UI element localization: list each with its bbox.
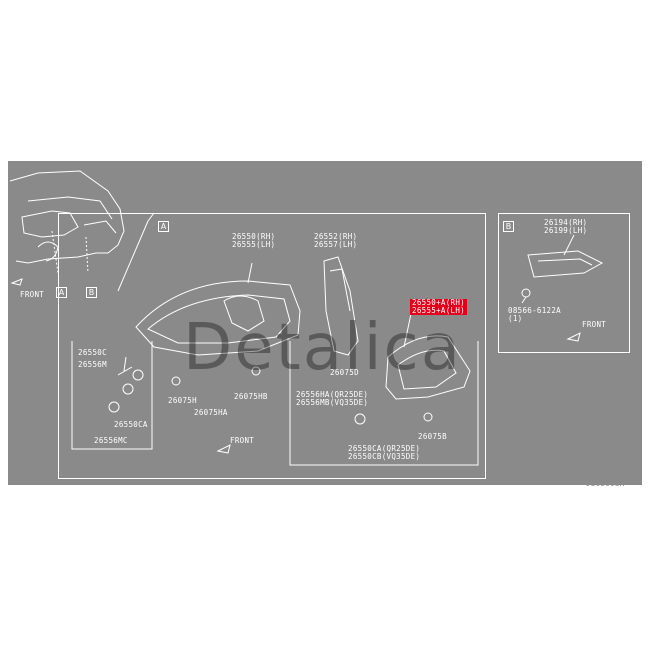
socket-4 <box>423 412 433 422</box>
socket-2 <box>171 376 181 386</box>
vehicle-rear-window <box>21 210 79 238</box>
tail-lamp-rh <box>135 280 301 356</box>
label-26556mc: 26556MC <box>94 436 128 445</box>
front-label-vehicle: FRONT <box>20 290 45 299</box>
label-26194: 26194(RH) 26199(LH) <box>544 218 588 235</box>
label-26075hb: 26075HB <box>234 392 268 401</box>
high-mount-stop-lamp <box>527 250 604 278</box>
bulb-2 <box>132 369 144 381</box>
view-b-tag: B <box>503 221 514 232</box>
socket-3 <box>251 366 261 376</box>
view-b-frame <box>498 213 630 353</box>
bulb-3 <box>354 413 366 425</box>
label-26550oa: 26550CA(QR25DE) 26550CB(VQ35DE) <box>348 444 421 461</box>
view-a-frame <box>58 213 486 479</box>
callout-a: A <box>56 287 67 298</box>
front-label-view-a: FRONT <box>230 436 255 445</box>
view-a-tag: A <box>158 221 169 232</box>
watermark-logo: Detalica <box>183 311 462 385</box>
label-26075d: 26075D <box>330 368 359 377</box>
diagram-reference: J26500SK <box>586 479 625 488</box>
side-lamp <box>323 256 359 356</box>
label-08566: 08566-6122A (1) <box>508 306 561 323</box>
bulb-1 <box>122 383 134 395</box>
tail-lamp-inner <box>385 335 471 400</box>
label-26075ha: 26075HA <box>194 408 228 417</box>
label-26550: 26550(RH) 26555(LH) <box>232 232 276 249</box>
parts-diagram: A B A B 26550(RH) 26555(LH) 26552(RH) 26… <box>8 161 642 485</box>
socket-1 <box>108 401 120 413</box>
vehicle-outline <box>9 170 125 264</box>
label-26075b: 26075B <box>418 432 447 441</box>
diagram-lines <box>9 170 604 466</box>
label-26550c: 26550C <box>78 348 107 357</box>
label-26550ca: 26550CA <box>114 420 148 429</box>
label-26075h: 26075H <box>168 396 197 405</box>
label-26556ha: 26556HA(QR25DE) 26556MB(VQ35DE) <box>296 390 369 407</box>
label-26552: 26552(RH) 26557(LH) <box>314 232 358 249</box>
front-label-view-b: FRONT <box>582 320 607 329</box>
label-26556m: 26556M <box>78 360 107 369</box>
callout-b: B <box>86 287 97 298</box>
label-26550a-highlighted: 26550+A(RH) 26555+A(LH) <box>410 298 467 315</box>
